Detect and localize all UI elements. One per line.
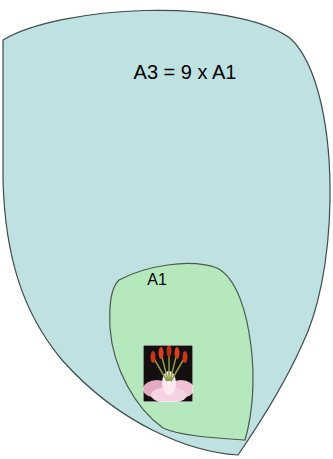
region-shape (3, 10, 330, 455)
region-label: A3 = 9 x A1 (134, 61, 237, 84)
flower-photo (143, 345, 193, 402)
region-label: A1 (147, 271, 167, 289)
region-shape (110, 264, 253, 440)
